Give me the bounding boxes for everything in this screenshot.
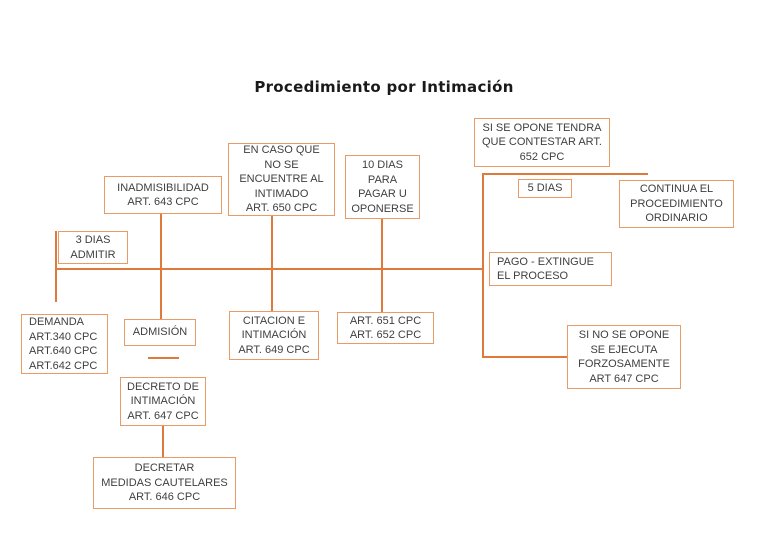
connector-decreto-decretar (162, 426, 164, 457)
box-si-se-opone: SI SE OPONE TENDRA QUE CONTESTAR ART. 65… (474, 118, 610, 167)
box-art-651-652: ART. 651 CPC ART. 652 CPC (337, 312, 434, 344)
connector-top-right-horizontal (482, 173, 648, 175)
box-decreto-intimacion: DECRETO DE INTIMACIÓN ART. 647 CPC (120, 377, 206, 426)
box-citacion-intimacion: CITACION E INTIMACIÓN ART. 649 CPC (229, 311, 319, 360)
box-demanda: DEMANDA ART.340 CPC ART.640 CPC ART.642 … (21, 314, 108, 374)
page-title: Procedimiento por Intimación (254, 78, 514, 96)
connector-right-vertical (482, 174, 484, 358)
box-inadmisibilidad: INADMISIBILIDAD ART. 643 CPC (104, 176, 222, 214)
box-5-dias: 5 DIAS (518, 179, 572, 198)
connector-admision-dash (148, 357, 179, 359)
connector-left-vertical (55, 231, 57, 302)
connector-bottom-right-horizontal (482, 356, 568, 358)
box-pago-extingue: PAGO - EXTINGUE EL PROCESO (489, 252, 612, 286)
connector-main-horizontal (55, 268, 484, 270)
connector-10dias-art651 (381, 219, 383, 312)
box-en-caso-no-encuentre: EN CASO QUE NO SE ENCUENTRE AL INTIMADO … (228, 143, 335, 216)
box-continua-ordinario: CONTINUA EL PROCEDIMIENTO ORDINARIO (619, 180, 734, 228)
connector-encaso-citacion (271, 216, 273, 311)
box-10-dias: 10 DIAS PARA PAGAR U OPONERSE (345, 155, 420, 219)
connector-inadmisibilidad-admision (160, 214, 162, 320)
box-3-dias-admitir: 3 DIAS ADMITIR (58, 231, 128, 264)
box-si-no-se-opone: SI NO SE OPONE SE EJECUTA FORZOSAMENTE A… (567, 325, 681, 389)
box-decretar-medidas: DECRETAR MEDIDAS CAUTELARES ART. 646 CPC (93, 457, 236, 509)
box-admision: ADMISIÓN (124, 319, 196, 346)
